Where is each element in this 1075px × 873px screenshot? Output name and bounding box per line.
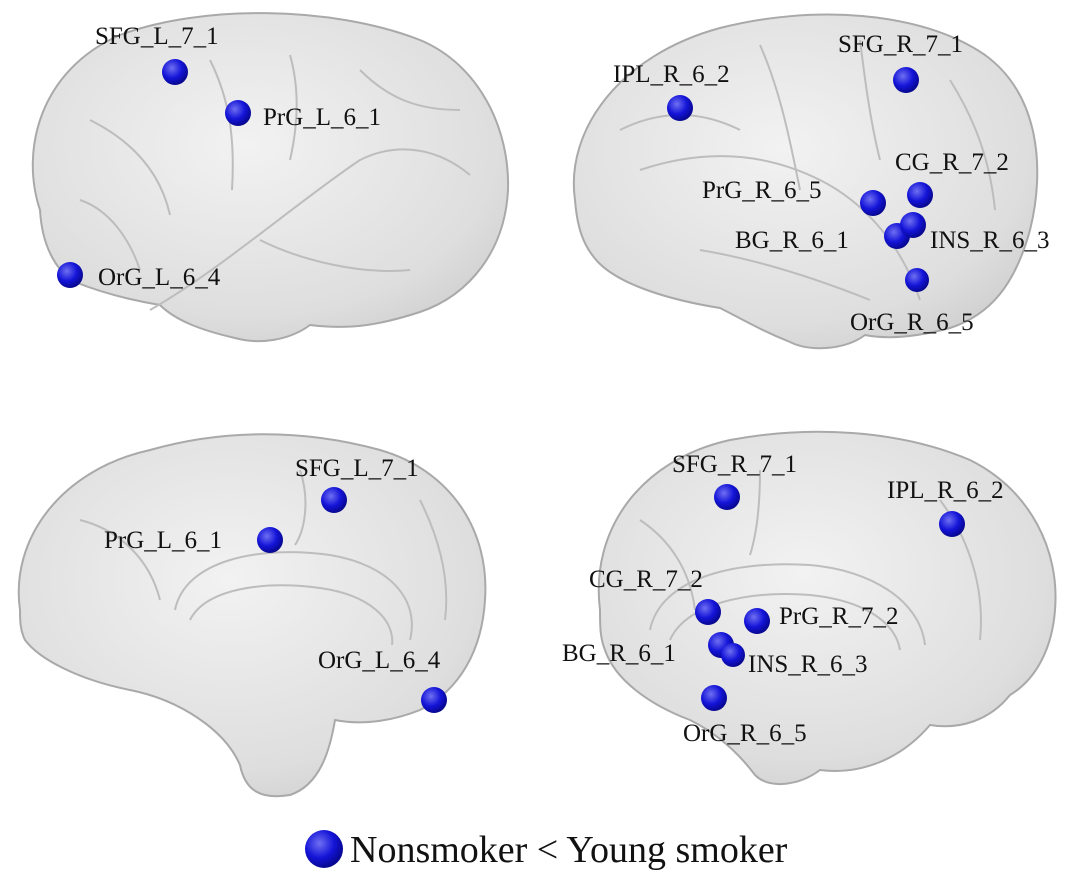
node-cg-r-7-2-medial: CG_R_7_2 — [589, 566, 721, 625]
node-label: PrG_L_6_1 — [263, 104, 381, 131]
legend: Nonsmoker < Young smoker — [305, 829, 788, 871]
node-ipl-r-6-2: IPL_R_6_2 — [613, 61, 730, 121]
node-ipl-r-6-2-medial: IPL_R_6_2 — [887, 477, 1004, 537]
node-marker — [701, 685, 727, 711]
node-marker — [695, 599, 721, 625]
node-bg-r-6-1-medial: BG_R_6_1 — [562, 632, 734, 667]
node-label: INS_R_6_3 — [930, 227, 1049, 254]
node-label: INS_R_6_3 — [748, 651, 867, 678]
node-marker — [162, 59, 188, 85]
node-marker — [744, 608, 770, 634]
node-cg-r-7-2: CG_R_7_2 — [895, 149, 1009, 208]
node-label: PrG_R_7_2 — [779, 603, 898, 630]
panel-right-lateral: IPL_R_6_2 SFG_R_7_1 CG_R_7_2 PrG_R_6_5 B… — [572, 13, 1049, 350]
legend-label: Nonsmoker < Young smoker — [350, 829, 788, 871]
sulci-right-medial — [639, 469, 982, 651]
node-label: BG_R_6_1 — [562, 640, 676, 667]
node-sfg-l-7-1-medial: SFG_L_7_1 — [295, 455, 419, 513]
node-label: OrG_R_6_5 — [850, 309, 974, 336]
node-prg-r-6-5: PrG_R_6_5 — [702, 177, 886, 216]
node-label: BG_R_6_1 — [735, 227, 849, 254]
node-org-r-6-5-medial: OrG_R_6_5 — [683, 685, 807, 747]
node-label: PrG_R_6_5 — [702, 177, 821, 204]
node-label: SFG_R_7_1 — [672, 451, 797, 478]
node-ins-r-6-3: INS_R_6_3 — [900, 212, 1049, 254]
node-prg-l-6-1-medial: PrG_L_6_1 — [104, 527, 283, 554]
node-ins-r-6-3-medial: INS_R_6_3 — [721, 643, 867, 678]
node-marker — [907, 182, 933, 208]
node-label: OrG_L_6_4 — [318, 647, 441, 674]
brain-left-medial — [17, 433, 487, 798]
node-marker — [721, 643, 745, 667]
node-sfg-l-7-1: SFG_L_7_1 — [95, 23, 219, 85]
node-sfg-r-7-1: SFG_R_7_1 — [838, 31, 963, 93]
brain-right-lateral — [572, 13, 1039, 350]
node-label: OrG_L_6_4 — [98, 264, 221, 291]
node-label: IPL_R_6_2 — [887, 477, 1004, 504]
node-marker — [421, 687, 447, 713]
node-prg-l-6-1: PrG_L_6_1 — [225, 100, 381, 131]
node-label: CG_R_7_2 — [895, 149, 1009, 176]
sulci-left-lateral — [79, 54, 471, 311]
panel-left-medial: SFG_L_7_1 PrG_L_6_1 OrG_L_6_4 — [17, 433, 487, 798]
node-marker — [714, 484, 740, 510]
panel-left-lateral: SFG_L_7_1 PrG_L_6_1 OrG_L_6_4 — [31, 12, 510, 343]
node-label: CG_R_7_2 — [589, 566, 703, 593]
node-marker — [893, 67, 919, 93]
node-marker — [667, 95, 693, 121]
node-sfg-r-7-1-medial: SFG_R_7_1 — [672, 451, 797, 510]
sulci-left-medial — [79, 469, 448, 646]
node-marker — [939, 511, 965, 537]
panel-right-medial: SFG_R_7_1 IPL_R_6_2 CG_R_7_2 PrG_R_7_2 B… — [562, 430, 1057, 786]
node-marker — [321, 487, 347, 513]
node-label: SFG_R_7_1 — [838, 31, 963, 58]
node-marker — [257, 527, 283, 553]
node-label: IPL_R_6_2 — [613, 61, 730, 88]
node-label: SFG_L_7_1 — [295, 455, 419, 482]
node-label: OrG_R_6_5 — [683, 720, 807, 747]
node-marker — [905, 268, 929, 292]
brain-left-lateral — [31, 12, 510, 343]
node-label: SFG_L_7_1 — [95, 23, 219, 50]
node-prg-r-7-2-medial: PrG_R_7_2 — [744, 603, 898, 634]
node-label: PrG_L_6_1 — [104, 527, 222, 554]
legend-marker — [305, 830, 343, 868]
node-marker — [900, 212, 926, 238]
node-org-l-6-4-medial: OrG_L_6_4 — [318, 647, 447, 713]
node-marker — [225, 100, 251, 126]
node-org-l-6-4: OrG_L_6_4 — [57, 262, 221, 291]
node-marker — [860, 190, 886, 216]
node-marker — [57, 262, 83, 288]
node-org-r-6-5: OrG_R_6_5 — [850, 268, 974, 336]
